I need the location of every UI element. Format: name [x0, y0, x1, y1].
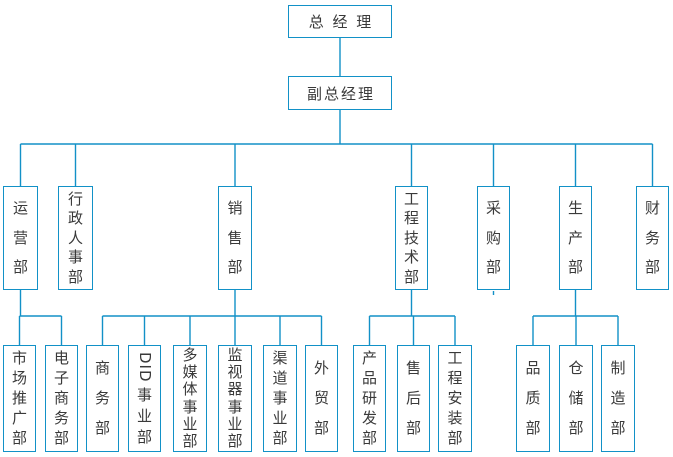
box-monitor-business-unit: 监视器事业部	[218, 345, 252, 452]
box-sales-dept: 销售部	[218, 186, 252, 290]
box-commerce-dept: 商务部	[86, 345, 119, 452]
box-monitor-business-unit-label: 监视器事业部	[227, 346, 243, 450]
box-product-rd-dept-label: 产品研发部	[361, 349, 377, 447]
box-warehouse-dept-label: 仓储部	[568, 359, 584, 437]
box-engineering-installation-dept: 工程安装部	[438, 345, 472, 452]
box-general-manager-label: 总 经 理	[308, 13, 374, 31]
box-engineering-tech-dept-label: 工程技术部	[403, 189, 419, 286]
box-ecommerce-dept: 电子商务部	[45, 345, 78, 452]
box-deputy-general-manager: 副总经理	[288, 76, 392, 110]
box-after-sales-dept: 售后部	[397, 345, 430, 452]
box-multimedia-business-unit: 多媒体事业部	[173, 345, 207, 452]
box-finance-dept: 财务部	[636, 186, 669, 290]
box-multimedia-business-unit-label: 多媒体事业部	[182, 346, 198, 450]
box-commerce-dept-label: 商务部	[94, 359, 110, 437]
box-channel-business-unit: 渠道事业部	[263, 345, 297, 452]
box-marketing-promotion-dept-label: 市场推广部	[11, 349, 27, 447]
box-purchasing-dept-label: 采购部	[485, 199, 501, 276]
box-foreign-trade-dept: 外贸部	[305, 345, 338, 452]
box-manufacturing-dept-label: 制造部	[610, 359, 626, 437]
box-admin-hr-dept: 行政人事部	[58, 186, 93, 290]
box-operations-dept: 运营部	[3, 186, 38, 290]
box-purchasing-dept: 采购部	[477, 186, 510, 290]
box-after-sales-dept-label: 售后部	[405, 359, 421, 437]
box-manufacturing-dept: 制造部	[601, 345, 635, 452]
box-finance-dept-label: 财务部	[644, 199, 660, 276]
box-general-manager: 总 经 理	[288, 5, 392, 38]
box-production-dept: 生产部	[559, 186, 592, 290]
box-engineering-tech-dept: 工程技术部	[395, 186, 428, 290]
box-engineering-installation-dept-label: 工程安装部	[447, 349, 463, 447]
box-warehouse-dept: 仓储部	[559, 345, 593, 452]
box-admin-hr-dept-label: 行政人事部	[67, 189, 83, 286]
box-production-dept-label: 生产部	[567, 199, 583, 276]
box-quality-dept-label: 品质部	[525, 359, 541, 437]
box-quality-dept: 品质部	[516, 345, 550, 452]
box-sales-dept-label: 销售部	[227, 199, 243, 276]
box-marketing-promotion-dept: 市场推广部	[3, 345, 36, 452]
box-operations-dept-label: 运营部	[12, 199, 28, 276]
box-ecommerce-dept-label: 电子商务部	[53, 349, 69, 447]
box-channel-business-unit-label: 渠道事业部	[272, 349, 288, 447]
box-product-rd-dept: 产品研发部	[353, 345, 386, 452]
box-foreign-trade-dept-label: 外贸部	[313, 359, 329, 437]
box-deputy-general-manager-label: 副总经理	[306, 84, 375, 103]
